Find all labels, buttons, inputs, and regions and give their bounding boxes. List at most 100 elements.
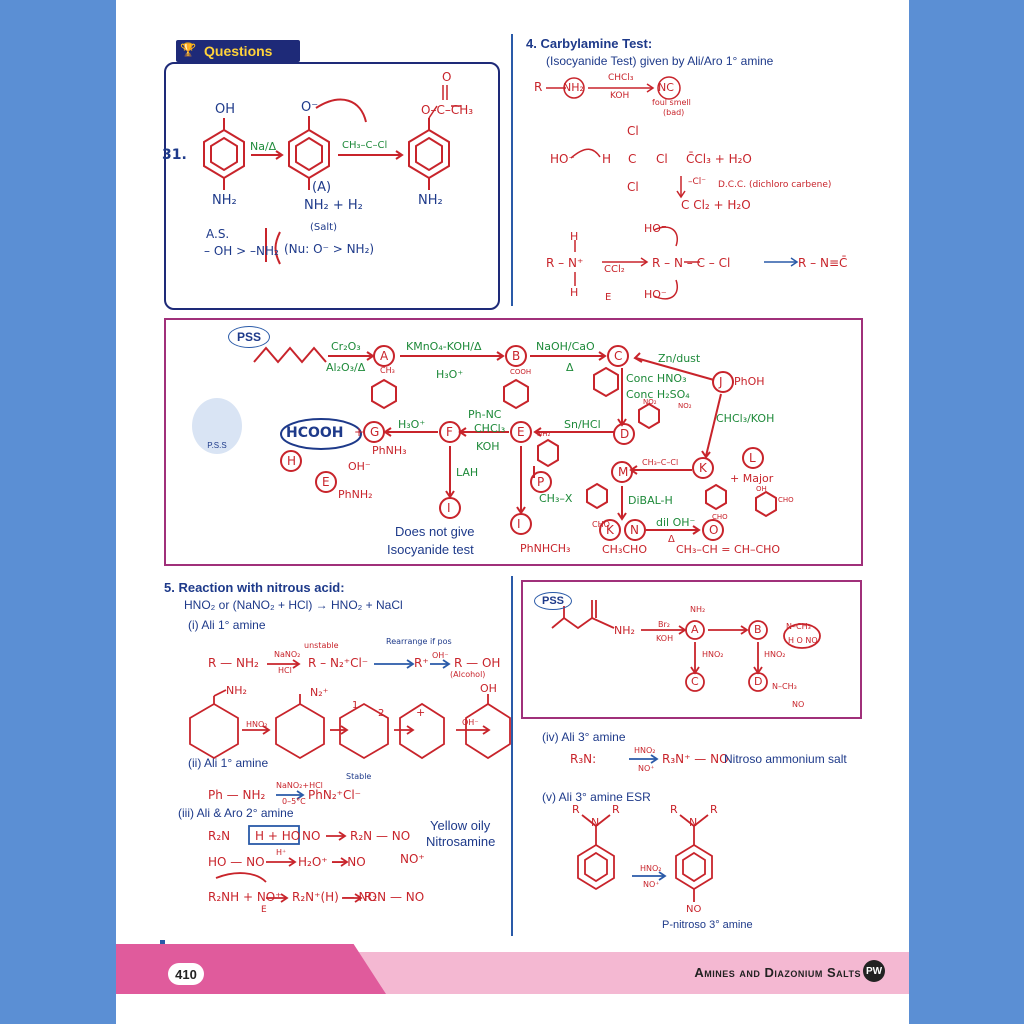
nitrous-phn2cl: PhN₂⁺Cl⁻ — [308, 788, 362, 802]
q31-salt: (Salt) — [310, 222, 337, 233]
carby-ho-2: HO⁻ — [644, 222, 667, 235]
tertiary-n-1: N — [591, 816, 600, 829]
q31-product-ester: O–C–CH₃ — [421, 103, 474, 117]
nitrous-ii-label: (ii) Ali 1° amine — [188, 756, 269, 770]
carby-ccl3-h2o: C̄Cl₃ + H₂O — [686, 152, 752, 166]
nitrous-nano2-hcl: NaNO₂+HCl — [276, 781, 323, 790]
pss-phnh3: PhNH₃ — [372, 444, 407, 457]
pss-r2-top: KMnO₄-KOH/Δ — [406, 340, 482, 353]
pss-oh-minus: OH⁻ — [348, 460, 371, 473]
q31-nh2-h2: NH₂ + H₂ — [304, 198, 363, 213]
nitrous-r2n: R₂N — [208, 829, 231, 843]
q31-oh: OH — [215, 102, 236, 117]
cyclohexane-2 — [275, 702, 325, 760]
nitrous-r2nh: R₂NH + NO⁺ — [208, 890, 282, 904]
nitrous-yellow-1: Yellow oily — [430, 818, 491, 833]
carby-h-bottom: H — [570, 286, 579, 299]
nitrous-r2nh-no: R₂N⁺(H) — NO — [292, 890, 377, 904]
zigzag-chain — [253, 346, 327, 364]
pss-problem-box — [164, 318, 863, 566]
trophy-icon: 🏆 — [180, 42, 197, 57]
pss-tag: PSS — [228, 326, 271, 348]
carby-cl-bottom: Cl — [627, 180, 639, 194]
carby-minus-cl: –Cl⁻ — [688, 177, 707, 187]
teacher-avatar: P.S.S — [192, 398, 242, 454]
carby-e-label: E — [605, 292, 612, 303]
pss-cho-2: CHO — [778, 496, 794, 504]
nitrous-n2: N₂⁺ — [310, 686, 329, 699]
nitrous-rn2cl: R – N₂⁺Cl⁻ — [308, 656, 369, 670]
pss-r2-bot: H₃O⁺ — [436, 368, 464, 381]
pss-conc1: Conc HNO₃ — [626, 372, 687, 385]
question-number: 31. — [162, 147, 187, 163]
pss-conc2: Conc H₂SO₄ — [626, 388, 690, 401]
pss-delta: Δ — [668, 534, 675, 545]
pss-i2: I — [517, 517, 521, 531]
nitrous-i-label: (i) Ali 1° amine — [188, 618, 266, 632]
tertiary-r-4: R — [710, 803, 718, 816]
tertiary-r3n-no: R₃N⁺ — NO — [662, 752, 729, 766]
pw-logo-icon: PW — [863, 960, 885, 982]
pss-h: H — [287, 454, 297, 468]
carbylamine-title: 4. Carbylamine Test: — [526, 36, 653, 51]
pss-j: J — [719, 375, 723, 389]
pss-l: L — [749, 451, 756, 465]
carby-h-top: H — [570, 230, 579, 243]
tertiary-n-2: N — [689, 816, 698, 829]
nitrous-rearrange: Rearrange if pos — [386, 637, 452, 646]
nitrous-yellow-2: Nitrosamine — [426, 834, 496, 849]
pss-dil: dil OH⁻ — [656, 516, 696, 529]
pss-ch3: CH₃ — [380, 366, 395, 375]
nitrous-oh-minus-2: OH⁻ — [462, 718, 479, 727]
q31-product-o: O — [442, 70, 452, 84]
cyclohexane-1 — [189, 702, 239, 760]
carby-h: H — [602, 152, 612, 166]
pss2-tag: PSS — [534, 592, 573, 610]
nitrous-r-plus: R⁺ — [414, 656, 429, 670]
q31-as-rule: – OH > –NH₂ — [204, 244, 279, 258]
carby-rn-plus: R – N⁺ — [546, 256, 584, 270]
tertiary-no-plus-2: NO⁺ — [643, 880, 660, 889]
cyclohexane-4 — [399, 702, 445, 760]
carby-ho-3: HO⁻ — [644, 288, 667, 301]
pss-phnh2: PhNH₂ — [338, 488, 373, 501]
q31-nu-rule: (Nu: O⁻ > NH₂) — [284, 242, 375, 256]
tertiary-hno2-2: HNO₂ — [640, 864, 662, 873]
nitrous-iii-label: (iii) Ali & Aro 2° amine — [178, 806, 294, 820]
pss2-nh2-top: NH₂ — [690, 605, 706, 614]
pss-koh: KOH — [476, 440, 500, 453]
aniline-ring-1 — [577, 843, 615, 891]
nitrous-no: NO — [302, 829, 321, 843]
tertiary-no: NO — [686, 904, 702, 915]
textbook-page: Questions 🏆 — [116, 0, 909, 1024]
question-31-box — [164, 62, 500, 310]
tertiary-hno2: HNO₂ — [634, 746, 656, 755]
pss-snhcl: Sn/HCl — [564, 418, 601, 431]
pss2-no: NO — [792, 700, 805, 709]
column-divider-top — [511, 34, 513, 306]
q31-nh2-right: NH₂ — [418, 193, 443, 208]
pss-no2-1: NO₂ — [643, 398, 657, 406]
nitrous-unstable: unstable — [304, 641, 339, 650]
nitrous-alcohol: (Alcohol) — [450, 670, 486, 679]
carby-ccl2-h2o: C Cl₂ + H₂O — [681, 198, 751, 212]
page-number: 410 — [168, 963, 204, 985]
pss-r3-top: NaOH/CaO — [536, 340, 595, 353]
q31-o-minus: O⁻ — [301, 100, 319, 115]
pss-problem-box-2 — [521, 580, 862, 719]
pss-k: K — [699, 461, 707, 475]
nitrous-nh2: NH₂ — [226, 684, 247, 697]
carby-dcc: D.C.C. (dichloro carbene) — [718, 180, 832, 190]
nitrous-temp: 0–5°C — [282, 797, 306, 806]
pss-phoh: PhOH — [734, 375, 765, 388]
nitrous-h-plus: H⁺ — [276, 848, 287, 857]
pss-k2: K — [606, 523, 614, 537]
tertiary-salt: Nitroso ammonium salt — [724, 752, 847, 766]
nitrous-hno2: HNO₂ — [246, 720, 268, 729]
carby-foul: foul smell — [652, 98, 691, 107]
nitrous-title: 5. Reaction with nitrous acid: — [164, 580, 345, 595]
pss2-b: B — [754, 623, 762, 636]
carby-isocyanide: R – N≡C̄ — [798, 256, 848, 270]
pss-cho-1: CHO — [592, 520, 610, 529]
pss2-koh: KOH — [656, 634, 674, 643]
